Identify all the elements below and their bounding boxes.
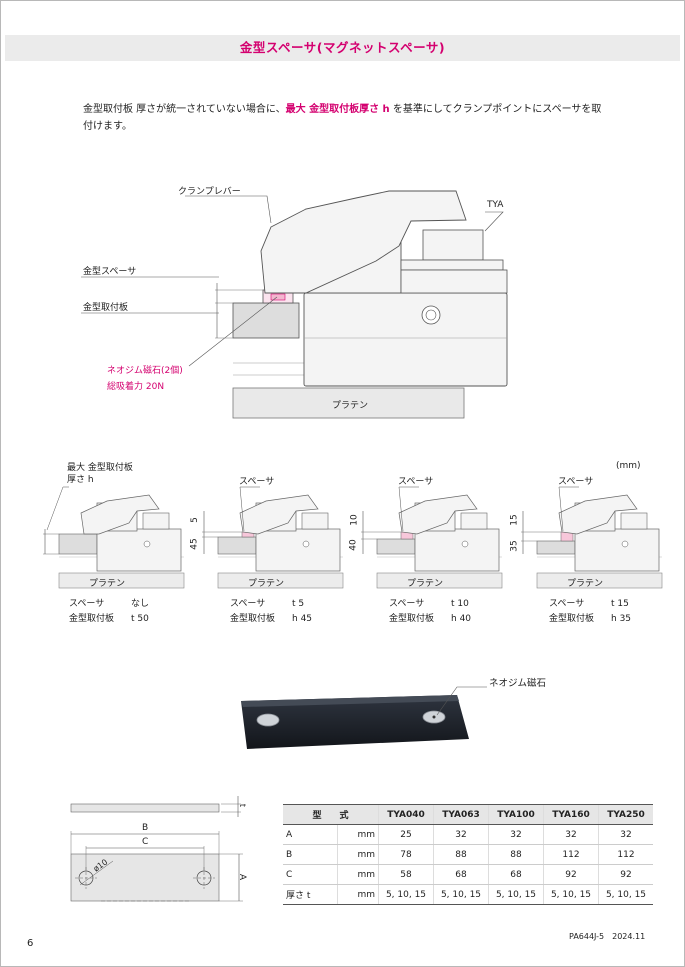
model-label: TYA — [487, 200, 504, 210]
document-code: PA644J-5 2024.11 — [569, 932, 646, 941]
max-thickness-label: 最大 金型取付板 厚さ h — [67, 463, 133, 485]
ex2-platen: プラテン — [248, 579, 285, 589]
example-3 — [361, 486, 503, 589]
photo-magnet-label: ネオジム磁石 — [489, 678, 547, 689]
table-header: TYA063 — [433, 804, 489, 825]
ex3-platen: プラテン — [407, 579, 444, 589]
unit-label: (mm) — [616, 461, 641, 471]
clamp-lever-label: クランプレバー — [178, 187, 241, 197]
table-header: TYA160 — [543, 804, 599, 825]
force-label: 総吸着力 20N — [107, 382, 165, 392]
table-row: A mm 25 32 32 32 32 — [283, 824, 653, 845]
table-row: 厚さ t mm 5, 10, 15 5, 10, 15 5, 10, 15 5,… — [283, 884, 653, 905]
ex1-platen: プラテン — [89, 579, 126, 589]
spacer-label: 金型スペーサ — [83, 267, 137, 277]
ex2-spacer-label: スペーサ — [239, 477, 275, 487]
example-2 — [202, 486, 344, 589]
dim-c: C — [142, 837, 149, 847]
dim-b: B — [142, 823, 149, 833]
magnet-label: ネオジム磁石(2個) — [107, 366, 183, 376]
example-1 — [43, 486, 185, 589]
example-4 — [521, 486, 663, 589]
section-title: 金型スペーサ(マグネットスペーサ) — [239, 40, 446, 55]
table-row: B mm 78 88 88 112 112 — [283, 844, 653, 865]
mold-plate-label: 金型取付板 — [83, 303, 129, 313]
dim-a: A — [237, 873, 248, 881]
ex4-spacer-label: スペーサ — [558, 477, 594, 487]
page-number: 6 — [27, 938, 34, 949]
ex3-spacer-label: スペーサ — [398, 477, 434, 487]
ex4-platen: プラテン — [567, 579, 604, 589]
section-title-bar: 金型スペーサ(マグネットスペーサ) — [5, 35, 680, 61]
dim-t: t — [238, 803, 248, 808]
table-header: 型 式 — [283, 804, 379, 825]
table-header: TYA040 — [378, 804, 434, 825]
table-row: C mm 58 68 68 92 92 — [283, 864, 653, 885]
table-header-row: 型 式 TYA040 TYA063 TYA100 TYA160 TYA250 — [283, 804, 653, 825]
spec-table: 型 式 TYA040 TYA063 TYA100 TYA160 TYA250 A… — [283, 804, 653, 905]
intro-paragraph: 金型取付板 厚さが統一されていない場合に、最大 金型取付板厚さ h を基準にして… — [83, 104, 602, 132]
intro-highlight: 最大 金型取付板厚さ h — [285, 104, 390, 115]
table-header: TYA100 — [488, 804, 544, 825]
platen-label: プラテン — [332, 401, 369, 411]
table-header: TYA250 — [598, 804, 653, 825]
